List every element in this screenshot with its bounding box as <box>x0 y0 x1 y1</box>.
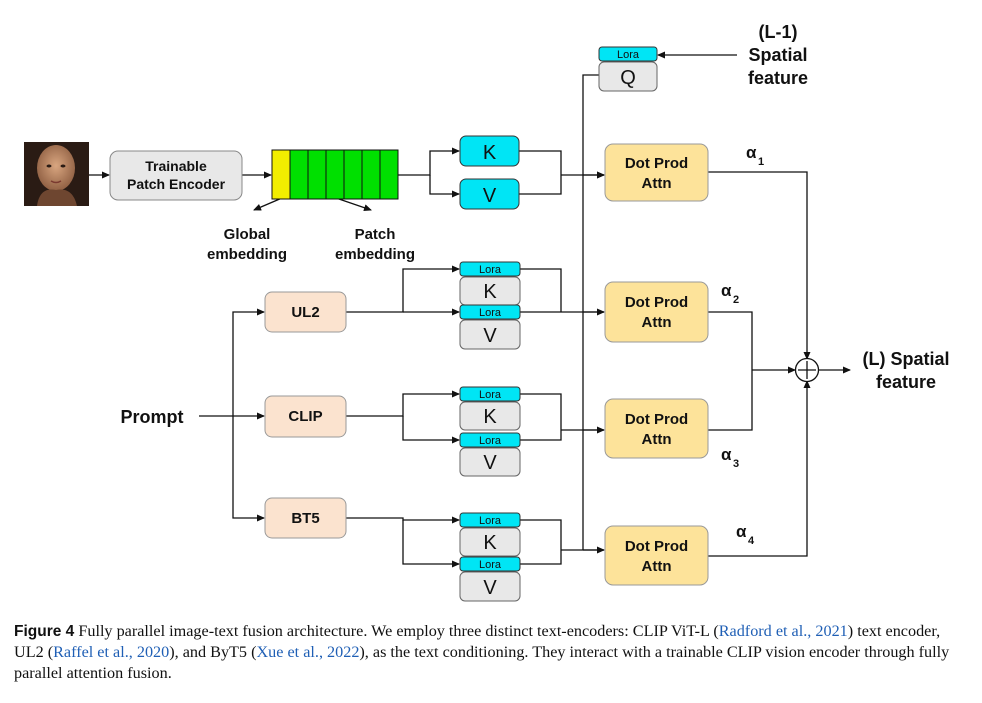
patch-encoder-block: Trainable Patch Encoder <box>109 150 243 201</box>
prev-feature-label-3: feature <box>748 68 808 88</box>
lora-adapter <box>459 261 521 277</box>
ul2-value-block: Lora V <box>459 304 521 350</box>
alpha-symbol: α <box>721 281 732 300</box>
lora-label: Lora <box>479 559 502 571</box>
value-label: V <box>483 325 497 347</box>
lora-label: Lora <box>479 307 502 319</box>
connector-lines <box>89 51 851 568</box>
patch-token <box>379 149 399 200</box>
ul2-key-block: Lora K <box>459 261 521 306</box>
clip-key-block: Lora K <box>459 386 521 431</box>
bt5-value-block: Lora V <box>459 556 521 602</box>
caption-text: Fully parallel image-text fusion archite… <box>74 622 719 640</box>
patch-embedding-label-2: embedding <box>335 246 415 263</box>
alpha-symbol: α <box>746 143 757 162</box>
figure-label: Figure 4 <box>14 623 75 640</box>
figure-caption: Figure 4 Fully parallel image-text fusio… <box>14 621 970 684</box>
key-label: K <box>483 532 497 554</box>
citation-link[interactable]: Raffel et al., 2020 <box>53 643 170 661</box>
image-value-label: V <box>483 185 497 207</box>
alpha-subscript: 1 <box>758 156 764 168</box>
attention-block-1: Dot Prod Attn <box>604 143 709 202</box>
bt5-key-block: Lora K <box>459 512 521 557</box>
patch-token <box>343 149 363 200</box>
patch-token <box>361 149 381 200</box>
input-face-image <box>24 142 89 206</box>
global-token <box>271 149 291 200</box>
image-key-block: K <box>459 135 520 167</box>
caption-text: ), and ByT5 ( <box>169 643 257 661</box>
clip-encoder-block: CLIP <box>264 395 347 438</box>
bt5-encoder-block: BT5 <box>264 497 347 539</box>
alpha-1-label: α 1 <box>746 143 764 168</box>
embedding-tokens <box>271 149 399 200</box>
alpha-symbol: α <box>736 522 747 541</box>
value-label: V <box>483 452 497 474</box>
attn-label-1: Dot Prod <box>625 538 688 555</box>
alpha-subscript: 4 <box>748 535 755 547</box>
patch-token <box>325 149 345 200</box>
key-label: K <box>483 281 497 303</box>
lora-adapter <box>459 386 521 402</box>
output-feature-label-1: (L) Spatial <box>862 349 949 369</box>
prompt-label: Prompt <box>121 407 184 427</box>
prev-feature-label-1: (L-1) <box>759 22 798 42</box>
ul2-encoder-block: UL2 <box>264 291 347 333</box>
patch-token <box>307 149 327 200</box>
key-label: K <box>483 406 497 428</box>
attn-label-2: Attn <box>642 314 672 331</box>
lora-adapter <box>459 432 521 448</box>
lora-adapter <box>598 46 658 62</box>
lora-label: Lora <box>479 435 502 447</box>
citation-link[interactable]: Radford et al., 2021 <box>718 622 848 640</box>
attention-block-3: Dot Prod Attn <box>604 398 709 459</box>
attn-label-1: Dot Prod <box>625 155 688 172</box>
lora-adapter <box>459 304 521 320</box>
attention-block-2: Dot Prod Attn <box>604 281 709 343</box>
alpha-symbol: α <box>721 445 732 464</box>
lora-adapter <box>459 512 521 528</box>
output-feature-label-2: feature <box>876 372 936 392</box>
patch-encoder-label-2: Patch Encoder <box>127 176 226 192</box>
patch-encoder-label-1: Trainable <box>145 158 207 174</box>
attention-block-4: Dot Prod Attn <box>604 525 709 586</box>
global-embedding-label-1: Global <box>224 226 271 243</box>
value-label: V <box>483 577 497 599</box>
lora-label: Lora <box>479 264 502 276</box>
global-embedding-label-2: embedding <box>207 246 287 263</box>
alpha-subscript: 2 <box>733 294 739 306</box>
patch-token <box>289 149 309 200</box>
prev-feature-label-2: Spatial <box>748 45 807 65</box>
query-block: Lora Q <box>598 46 658 92</box>
lora-label: Lora <box>479 515 502 527</box>
image-value-block: V <box>459 178 520 210</box>
ul2-label: UL2 <box>291 304 319 321</box>
attn-label-1: Dot Prod <box>625 294 688 311</box>
citation-link[interactable]: Xue et al., 2022 <box>256 643 360 661</box>
clip-label: CLIP <box>288 408 322 425</box>
caption-text: ), as the text conditioning. They intera… <box>14 643 950 682</box>
sum-node-icon <box>794 357 820 383</box>
query-label: Q <box>620 67 636 89</box>
patch-embedding-label-1: Patch <box>355 226 396 243</box>
attn-label-2: Attn <box>642 175 672 192</box>
attn-label-2: Attn <box>642 558 672 575</box>
attn-label-1: Dot Prod <box>625 411 688 428</box>
clip-value-block: Lora V <box>459 432 521 477</box>
fusion-architecture-diagram: Trainable Patch Encoder Global embedding… <box>24 22 950 602</box>
attn-label-2: Attn <box>642 431 672 448</box>
bt5-label: BT5 <box>291 510 319 527</box>
alpha-2-label: α 2 <box>721 281 739 306</box>
caption-text: ) text encoder, UL2 ( <box>14 622 941 661</box>
alpha-3-label: α 3 <box>721 445 739 470</box>
image-key-label: K <box>483 142 497 164</box>
lora-adapter <box>459 556 521 572</box>
lora-label: Lora <box>479 389 502 401</box>
alpha-4-label: α 4 <box>736 522 755 547</box>
alpha-subscript: 3 <box>733 458 739 470</box>
lora-label: Lora <box>617 49 640 61</box>
